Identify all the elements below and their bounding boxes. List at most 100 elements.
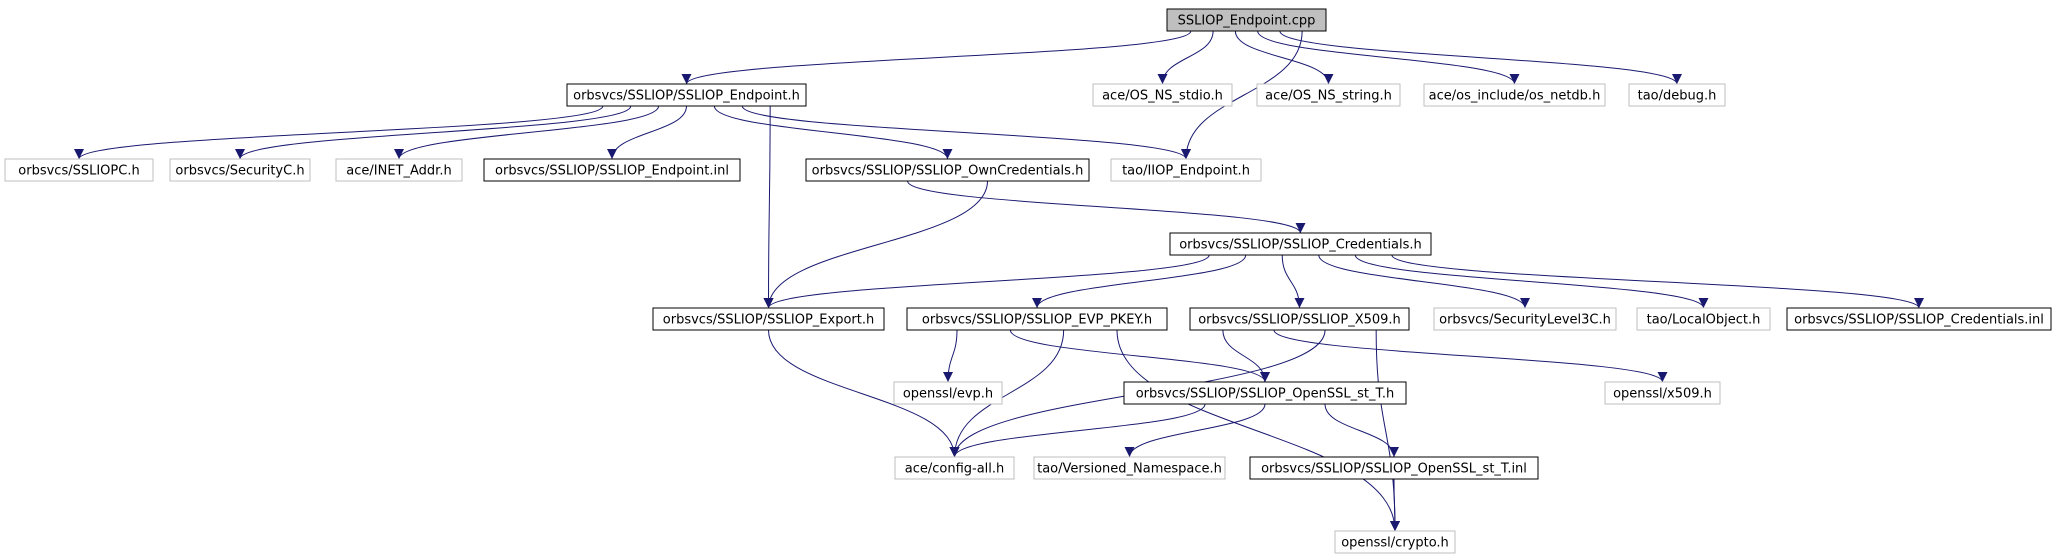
- node-n5: tao/debug.h: [1628, 83, 1726, 107]
- node-n4: ace/os_include/os_netdb.h: [1423, 83, 1606, 107]
- node-label: orbsvcs/SSLIOP/SSLIOP_Endpoint.h: [573, 89, 800, 104]
- node-n0[interactable]: SSLIOP_Endpoint.cpp: [1166, 8, 1327, 32]
- node-label: orbsvcs/SSLIOPC.h: [18, 164, 139, 179]
- node-box: [335, 158, 463, 182]
- node-box: [566, 83, 807, 107]
- node-n16: orbsvcs/SecurityLevel3C.h: [1433, 307, 1617, 331]
- dependency-edge-n20-n22: [949, 403, 1206, 458]
- node-label: orbsvcs/SSLIOP/SSLIOP_OpenSSL_st_T.inl: [1261, 462, 1527, 477]
- node-n7: orbsvcs/SecurityC.h: [169, 158, 311, 182]
- dependency-edge-n14-n22: [949, 329, 1065, 458]
- dependency-edge-n10-n12: [907, 180, 1306, 234]
- node-box: [1334, 530, 1456, 554]
- node-label: orbsvcs/SecurityLevel3C.h: [1439, 313, 1611, 328]
- node-box: [1433, 307, 1617, 331]
- node-box: [652, 307, 885, 331]
- node-n23: tao/Versioned_Namespace.h: [1033, 456, 1226, 480]
- dependency-edge-n1-n10: [713, 105, 953, 160]
- node-n22: ace/config-all.h: [894, 456, 1015, 480]
- node-label: ace/os_include/os_netdb.h: [1429, 89, 1601, 104]
- dependency-edge-n1-n9: [607, 105, 687, 160]
- dependency-edge-n1-n7: [235, 105, 632, 160]
- node-n13[interactable]: orbsvcs/SSLIOP/SSLIOP_Export.h: [652, 307, 885, 331]
- node-box: [1166, 8, 1327, 32]
- node-box: [1110, 158, 1262, 182]
- node-label: openssl/evp.h: [903, 387, 993, 402]
- dependency-edge-n12-n13: [763, 254, 1210, 309]
- dependency-edge-n1-n11: [741, 105, 1191, 160]
- node-label: orbsvcs/SSLIOP/SSLIOP_Export.h: [663, 313, 874, 328]
- node-n17: tao/LocalObject.h: [1636, 307, 1771, 331]
- node-box: [1256, 83, 1401, 107]
- node-box: [1636, 307, 1771, 331]
- node-label: orbsvcs/SSLIOP/SSLIOP_OwnCredentials.h: [812, 164, 1084, 179]
- dependency-edge-n15-n21: [1273, 329, 1668, 383]
- node-label: tao/Versioned_Namespace.h: [1037, 462, 1222, 477]
- node-n1[interactable]: orbsvcs/SSLIOP/SSLIOP_Endpoint.h: [566, 83, 807, 107]
- node-box: [1092, 83, 1233, 107]
- node-n6: orbsvcs/SSLIOPC.h: [4, 158, 154, 182]
- node-n14[interactable]: orbsvcs/SSLIOP/SSLIOP_EVP_PKEY.h: [906, 307, 1168, 331]
- dependency-edge-n1-n13: [763, 105, 774, 309]
- node-box: [906, 307, 1168, 331]
- dependency-edge-n12-n17: [1354, 254, 1709, 309]
- edges-layer: [74, 30, 1924, 532]
- node-label: orbsvcs/SSLIOP/SSLIOP_OpenSSL_st_T.h: [1136, 387, 1395, 402]
- dependency-edge-n14-n19: [943, 329, 958, 383]
- node-n12[interactable]: orbsvcs/SSLIOP/SSLIOP_Credentials.h: [1169, 232, 1432, 256]
- dependency-edge-n0-n1: [681, 30, 1192, 85]
- node-label: orbsvcs/SSLIOP/SSLIOP_Endpoint.inl: [495, 164, 729, 179]
- node-n8: ace/INET_Addr.h: [335, 158, 463, 182]
- node-box: [1033, 456, 1226, 480]
- node-box: [4, 158, 154, 182]
- node-label: openssl/x509.h: [1613, 387, 1712, 402]
- dependency-edge-n0-n2: [1157, 30, 1214, 85]
- dependency-edge-n12-n14: [1032, 254, 1247, 309]
- node-box: [805, 158, 1090, 182]
- dependency-edge-n1-n6: [74, 105, 604, 160]
- node-box: [1628, 83, 1726, 107]
- dependency-edge-n20-n23: [1124, 403, 1266, 458]
- node-box: [1249, 456, 1539, 480]
- node-label: ace/config-all.h: [905, 462, 1005, 477]
- node-n2: ace/OS_NS_stdio.h: [1092, 83, 1233, 107]
- dependency-edge-n0-n4: [1257, 30, 1520, 85]
- node-label: tao/IIOP_Endpoint.h: [1122, 164, 1250, 179]
- node-label: tao/debug.h: [1638, 89, 1717, 104]
- node-box: [483, 158, 741, 182]
- dependency-edge-n14-n25: [1116, 329, 1400, 532]
- node-n24[interactable]: orbsvcs/SSLIOP/SSLIOP_OpenSSL_st_T.inl: [1249, 456, 1539, 480]
- node-n11: tao/IIOP_Endpoint.h: [1110, 158, 1262, 182]
- node-box: [1123, 381, 1407, 405]
- node-n18[interactable]: orbsvcs/SSLIOP/SSLIOP_Credentials.inl: [1786, 307, 2052, 331]
- node-label: orbsvcs/SSLIOP/SSLIOP_Credentials.h: [1179, 238, 1422, 253]
- dependency-edge-n12-n18: [1391, 254, 1924, 309]
- node-label: orbsvcs/SecurityC.h: [175, 164, 304, 179]
- node-n20[interactable]: orbsvcs/SSLIOP/SSLIOP_OpenSSL_st_T.h: [1123, 381, 1407, 405]
- node-label: SSLIOP_Endpoint.cpp: [1178, 14, 1316, 29]
- dependency-edge-n0-n5: [1279, 30, 1682, 85]
- dependency-edge-n1-n8: [394, 105, 660, 160]
- node-n21: openssl/x509.h: [1604, 381, 1721, 405]
- node-label: ace/OS_NS_string.h: [1265, 89, 1392, 104]
- dependency-edge-n24-n25: [1389, 478, 1400, 532]
- node-box: [893, 381, 1003, 405]
- node-n9[interactable]: orbsvcs/SSLIOP/SSLIOP_Endpoint.inl: [483, 158, 741, 182]
- node-n19: openssl/evp.h: [893, 381, 1003, 405]
- node-label: ace/INET_Addr.h: [346, 164, 451, 179]
- node-label: openssl/crypto.h: [1341, 536, 1449, 551]
- node-n25: openssl/crypto.h: [1334, 530, 1456, 554]
- node-label: orbsvcs/SSLIOP/SSLIOP_Credentials.inl: [1794, 313, 2044, 328]
- node-n3: ace/OS_NS_string.h: [1256, 83, 1401, 107]
- node-n15[interactable]: orbsvcs/SSLIOP/SSLIOP_X509.h: [1189, 307, 1410, 331]
- dependency-edge-n12-n16: [1318, 254, 1530, 309]
- dependency-edge-n0-n3: [1234, 30, 1334, 85]
- node-n10[interactable]: orbsvcs/SSLIOP/SSLIOP_OwnCredentials.h: [805, 158, 1090, 182]
- dependency-edge-n20-n24: [1324, 403, 1399, 458]
- node-box: [1604, 381, 1721, 405]
- dependency-edge-n0-n11: [1181, 30, 1303, 160]
- node-label: tao/LocalObject.h: [1647, 313, 1761, 328]
- node-box: [1423, 83, 1606, 107]
- dependency-edge-n15-n20: [1222, 329, 1270, 383]
